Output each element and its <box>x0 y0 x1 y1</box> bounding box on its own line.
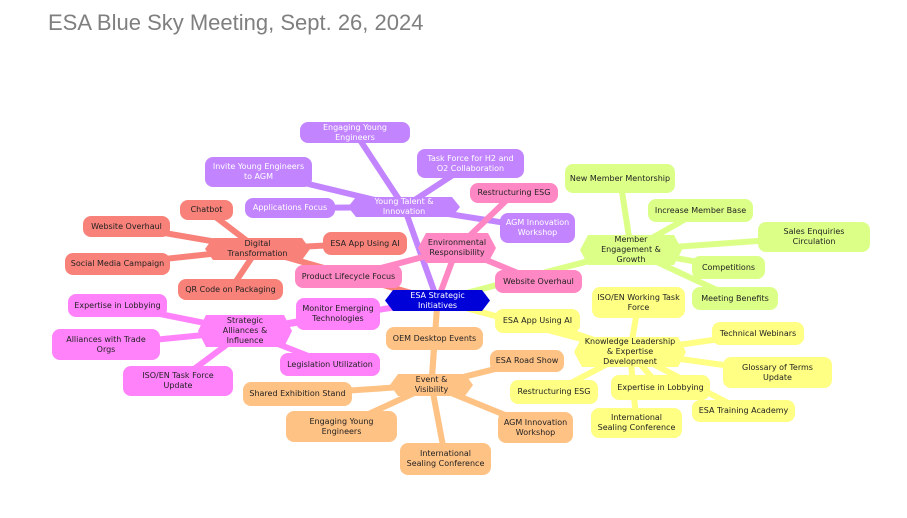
leaf-node[interactable]: ESA Road Show <box>490 350 564 372</box>
leaf-node[interactable]: Applications Focus <box>245 198 335 218</box>
leaf-node[interactable]: Restructuring ESG <box>470 183 558 203</box>
leaf-node[interactable]: Technical Webinars <box>712 322 804 345</box>
leaf-node[interactable]: International Sealing Conference <box>400 443 491 475</box>
leaf-node[interactable]: Restructuring ESG <box>510 380 598 404</box>
leaf-node[interactable]: Meeting Benefits <box>692 287 778 310</box>
branch-node[interactable]: Digital Transformation <box>205 238 310 260</box>
leaf-node[interactable]: ISO/EN Task Force Update <box>123 366 233 396</box>
root-node[interactable]: ESA Strategic Initiatives <box>385 290 490 311</box>
leaf-node[interactable]: ESA Training Academy <box>692 400 795 422</box>
leaf-node[interactable]: OEM Desktop Events <box>386 327 483 350</box>
branch-connector <box>401 204 441 304</box>
leaf-node[interactable]: International Sealing Conference <box>591 408 682 438</box>
branch-node[interactable]: Young Talent & Innovation <box>348 197 460 217</box>
page-title: ESA Blue Sky Meeting, Sept. 26, 2024 <box>48 10 424 35</box>
leaf-node[interactable]: ISO/EN Working Task Force <box>592 287 685 318</box>
leaf-node[interactable]: Increase Member Base <box>648 199 753 222</box>
leaf-node[interactable]: Website Overhaul <box>495 270 582 293</box>
leaf-node[interactable]: QR Code on Packaging <box>178 279 283 300</box>
leaf-node[interactable]: ESA App Using AI <box>323 232 407 255</box>
leaf-node[interactable]: Invite Young Engineers to AGM <box>205 157 312 187</box>
leaf-node[interactable]: Alliances with Trade Orgs <box>52 329 160 360</box>
branch-node[interactable]: Event & Visibility <box>390 374 473 396</box>
leaf-connector <box>352 129 407 210</box>
leaf-node[interactable]: Shared Exhibition Stand <box>243 382 352 406</box>
leaf-node[interactable]: Expertise in Lobbying <box>611 375 710 400</box>
leaf-node[interactable]: AGM Innovation Workshop <box>498 412 573 443</box>
leaf-node[interactable]: Sales Enquiries Circulation <box>758 222 870 252</box>
leaf-node[interactable]: ESA App Using AI <box>495 309 580 333</box>
leaf-node[interactable]: Social Media Campaign <box>65 253 170 275</box>
branch-node[interactable]: Knowledge Leadership & Expertise Develop… <box>574 337 686 367</box>
leaf-node[interactable]: Website Overhaul <box>83 216 170 237</box>
leaf-node[interactable]: Competitions <box>692 256 765 279</box>
leaf-node[interactable]: Product Lifecycle Focus <box>295 265 402 288</box>
branch-node[interactable]: Environmental Responsibility <box>418 233 496 263</box>
leaf-node[interactable]: Task Force for H2 and O2 Collaboration <box>417 149 524 178</box>
leaf-node[interactable]: Engaging Young Engineers <box>286 411 397 442</box>
branch-node[interactable]: Strategic Alliances & Influence <box>198 315 292 347</box>
leaf-node[interactable]: AGM Innovation Workshop <box>500 213 575 243</box>
branch-node[interactable]: Member Engagement & Growth <box>580 235 682 265</box>
leaf-node[interactable]: Legislation Utilization <box>280 353 380 376</box>
leaf-node[interactable]: Chatbot <box>180 200 233 220</box>
leaf-node[interactable]: New Member Mentorship <box>565 164 675 193</box>
leaf-node[interactable]: Engaging Young Engineers <box>300 122 410 143</box>
leaf-node[interactable]: Glossary of Terms Update <box>723 357 832 388</box>
leaf-node[interactable]: Monitor Emerging Technologies <box>296 298 380 330</box>
leaf-node[interactable]: Expertise in Lobbying <box>68 294 167 317</box>
